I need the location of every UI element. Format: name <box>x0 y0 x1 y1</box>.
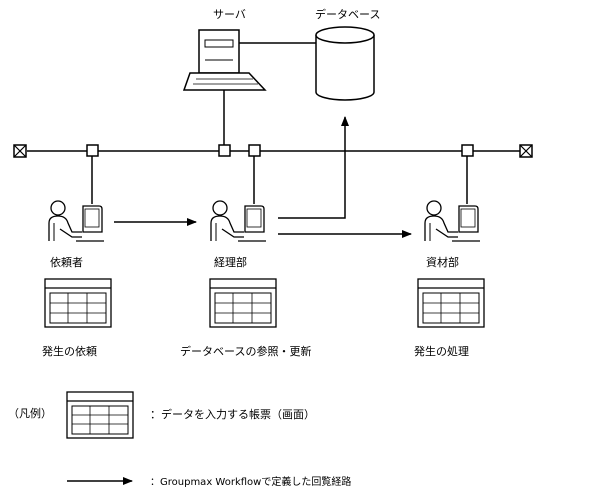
bus-terminator-right-icon <box>519 144 533 158</box>
accounting-form-icon <box>209 278 277 328</box>
materials-form-icon <box>417 278 485 328</box>
bus-node-requester <box>86 144 99 157</box>
server-icon <box>182 29 267 91</box>
server-label: サーバ <box>213 8 246 21</box>
bus-node-server <box>218 144 231 157</box>
issue-request-caption: 発生の依頼 <box>42 344 97 358</box>
requester-workstation-icon <box>48 200 104 242</box>
database-icon <box>315 26 375 101</box>
bus-node-accounting <box>248 144 261 157</box>
issue-processing-caption: 発生の処理 <box>414 344 469 358</box>
bus-node-materials <box>461 144 474 157</box>
materials-workstation-icon <box>424 200 480 242</box>
accounting-label: 経理部 <box>214 255 247 269</box>
materials-label: 資材部 <box>426 255 459 269</box>
legend-form-icon <box>66 391 134 439</box>
legend-route-description: ：Groupmax Workflowで定義した回覧経路 <box>150 475 351 488</box>
requester-form-icon <box>44 278 112 328</box>
bus-terminator-left-icon <box>13 144 27 158</box>
legend-title: （凡例） <box>8 406 52 420</box>
db-reference-caption: データベースの参照・更新 <box>180 344 311 358</box>
database-label: データベース <box>315 7 380 21</box>
accounting-workstation-icon <box>210 200 266 242</box>
legend-form-description: ：データを入力する帳票（画面） <box>150 407 315 421</box>
requester-label: 依頼者 <box>50 256 83 269</box>
route-accounting-to-database-arrow <box>278 116 349 219</box>
